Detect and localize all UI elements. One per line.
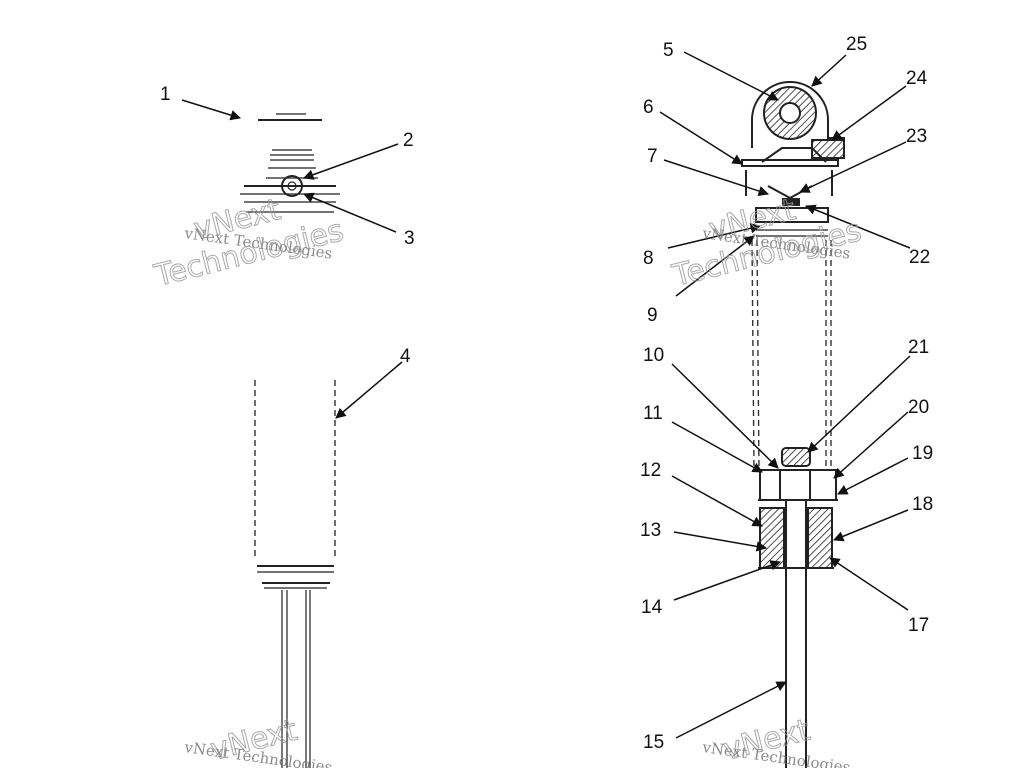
callout-18: 18 [912, 494, 933, 515]
callout-14: 14 [641, 597, 663, 618]
callout-15: 15 [643, 732, 664, 753]
leader-25 [811, 54, 847, 87]
callout-1: 1 [160, 84, 171, 105]
callout-8: 8 [643, 248, 654, 269]
leader-4 [335, 361, 403, 419]
leader-8 [667, 223, 762, 249]
callout-5: 5 [663, 40, 674, 61]
callout-9: 9 [647, 305, 658, 326]
leader-12 [671, 475, 763, 527]
shock-exterior-view [240, 113, 340, 768]
callout-25: 25 [846, 34, 867, 55]
leader-22 [805, 204, 911, 249]
callout-13: 13 [640, 520, 661, 541]
leader-15 [675, 681, 787, 739]
callout-12: 12 [640, 460, 661, 481]
callout-10: 10 [643, 345, 664, 366]
leader-10 [671, 363, 779, 469]
leader-23 [799, 141, 907, 193]
callout-6: 6 [643, 97, 654, 118]
leader-6 [659, 111, 743, 165]
leader-arrows [181, 51, 911, 739]
leader-13 [673, 531, 768, 552]
leader-19 [837, 457, 909, 495]
leader-17 [829, 557, 909, 611]
leader-9 [675, 235, 755, 297]
callout-23: 23 [906, 126, 927, 147]
callout-11: 11 [643, 403, 663, 424]
leader-2 [303, 143, 399, 180]
leader-14 [673, 560, 781, 601]
callout-21: 21 [908, 337, 929, 358]
leader-24 [831, 85, 907, 141]
callout-24: 24 [906, 68, 928, 89]
callout-19: 19 [912, 443, 933, 464]
leader-3 [303, 192, 397, 233]
callout-22: 22 [909, 247, 930, 268]
leader-21 [807, 355, 911, 453]
callout-20: 20 [908, 397, 929, 418]
leader-20 [833, 411, 909, 479]
leader-7 [663, 159, 769, 197]
leader-1 [181, 99, 242, 121]
leader-11 [671, 421, 763, 473]
shock-cross-section-view [741, 81, 845, 768]
callout-labels: 1 2 3 4 5 25 24 6 23 7 8 22 9 10 21 20 1… [160, 34, 933, 753]
callout-4: 4 [400, 346, 411, 367]
leader-18 [833, 509, 909, 542]
watermarks: vNext vNext Technologies vNext Technolog… [150, 192, 865, 768]
callout-2: 2 [403, 130, 414, 151]
callout-17: 17 [908, 615, 929, 636]
callout-3: 3 [404, 228, 415, 249]
leader-5 [683, 51, 779, 101]
callout-7: 7 [647, 146, 658, 167]
